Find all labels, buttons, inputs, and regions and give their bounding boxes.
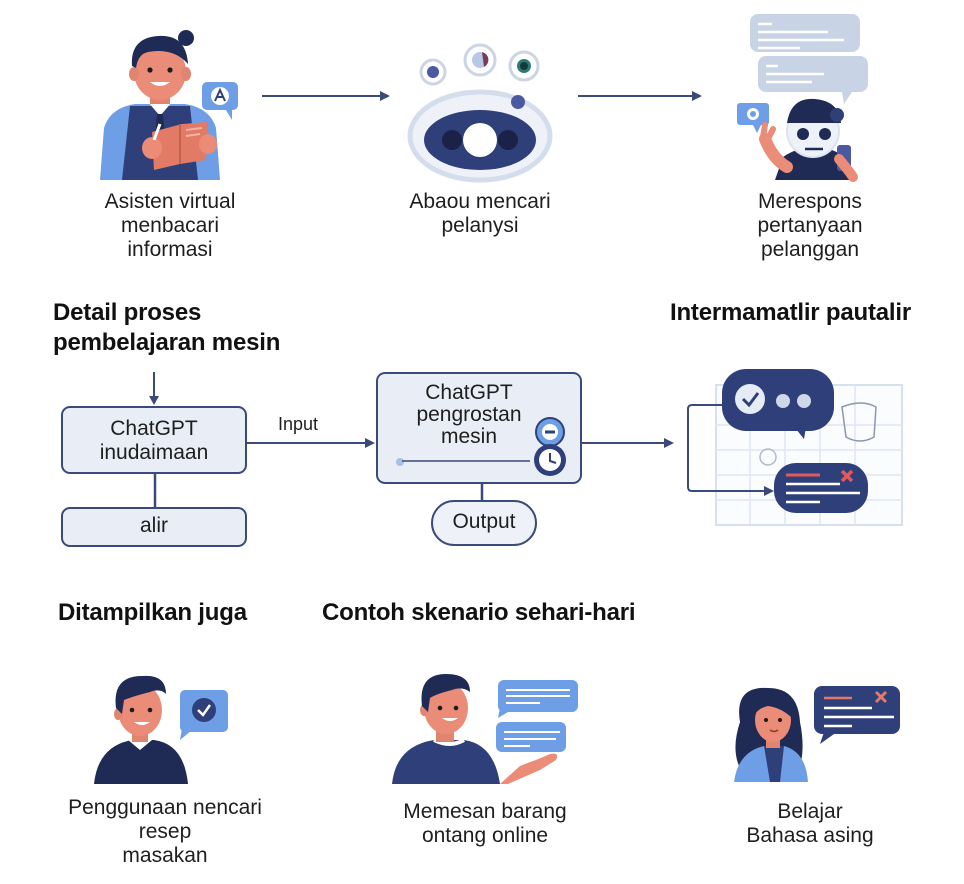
down-arrow xyxy=(149,372,159,405)
arrow-input xyxy=(247,438,375,448)
woman-language-chat-icon xyxy=(734,686,900,782)
node-chatgpt-training: ChatGPT inudaimaan xyxy=(61,406,247,474)
man-checkmark-chat-icon xyxy=(94,675,228,784)
robot-support-agent-icon xyxy=(737,98,858,182)
chat-feedback-grid-icon xyxy=(687,369,903,526)
man-messages-icon xyxy=(392,674,578,784)
interaction-section-heading: Intermamatlir pautalir xyxy=(670,299,912,326)
connector-processing-output xyxy=(480,484,484,502)
step-1-caption: Asisten virtual menbacari informasi xyxy=(104,190,236,261)
example-2-caption: Memesan barang ontang online xyxy=(403,800,567,847)
chat-bubbles-icon xyxy=(750,14,868,104)
examples-heading-center: Contoh skenario sehari-hari xyxy=(322,599,636,626)
examples-heading-left: Ditampilkan juga xyxy=(58,599,247,626)
robot-search-icon xyxy=(407,43,553,183)
arrow-to-interaction xyxy=(582,438,674,448)
edge-label-input: Input xyxy=(278,414,319,434)
node-alir: alir xyxy=(61,507,247,547)
person-reading-book-icon xyxy=(100,30,220,180)
assistant-chat-icon xyxy=(202,82,238,120)
connector-training-alir xyxy=(153,474,157,508)
example-3-caption: Belajar Bahasa asing xyxy=(746,800,874,847)
ml-section-heading: Detail proses pembelajaran mesin xyxy=(53,299,281,356)
flow-arrow-1 xyxy=(262,91,390,101)
node-chatgpt-training-label: ChatGPT inudaimaan xyxy=(99,417,209,464)
node-chatgpt-processing-label: ChatGPT pengrostan mesin xyxy=(416,381,522,448)
processing-timer-icon xyxy=(396,417,566,476)
node-output-label: Output xyxy=(452,510,516,533)
example-1-caption: Penggunaan nencari resep masakan xyxy=(68,796,262,867)
flow-arrow-2 xyxy=(578,91,702,101)
node-output: Output xyxy=(431,500,537,546)
step-2-caption: Abaou mencari pelanysi xyxy=(409,190,551,237)
node-alir-label: alir xyxy=(139,514,168,537)
step-3-caption: Merespons pertanyaan pelanggan xyxy=(757,190,863,261)
